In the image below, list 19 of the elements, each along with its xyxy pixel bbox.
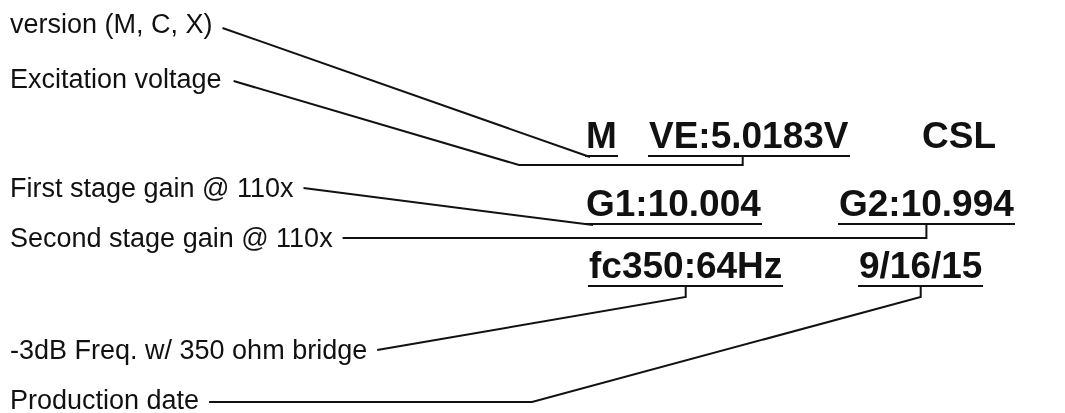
printed-value: M: [585, 117, 618, 157]
callout-text: First stage gain @ 110x: [10, 172, 294, 204]
leader-line: [376, 286, 687, 351]
callout-text: version (M, C, X): [10, 8, 213, 40]
leader-line: [221, 27, 591, 158]
printed-value: VE:5.0183V: [648, 117, 850, 157]
printed-value: CSL: [922, 117, 996, 155]
leader-line: [302, 187, 594, 226]
printed-value: G1:10.004: [585, 185, 762, 225]
leader-line: [208, 286, 922, 403]
callout-text: Production date: [10, 384, 200, 413]
printed-value: 9/16/15: [858, 247, 984, 287]
printed-value: G2:10.994: [838, 185, 1015, 225]
callout-text: Second stage gain @ 110x: [10, 222, 333, 254]
callout-text: Excitation voltage: [10, 63, 222, 95]
leader-line: [232, 80, 744, 166]
leader-line: [341, 224, 928, 239]
printed-value: fc350:64Hz: [588, 247, 784, 287]
callout-text: -3dB Freq. w/ 350 ohm bridge: [10, 334, 368, 366]
